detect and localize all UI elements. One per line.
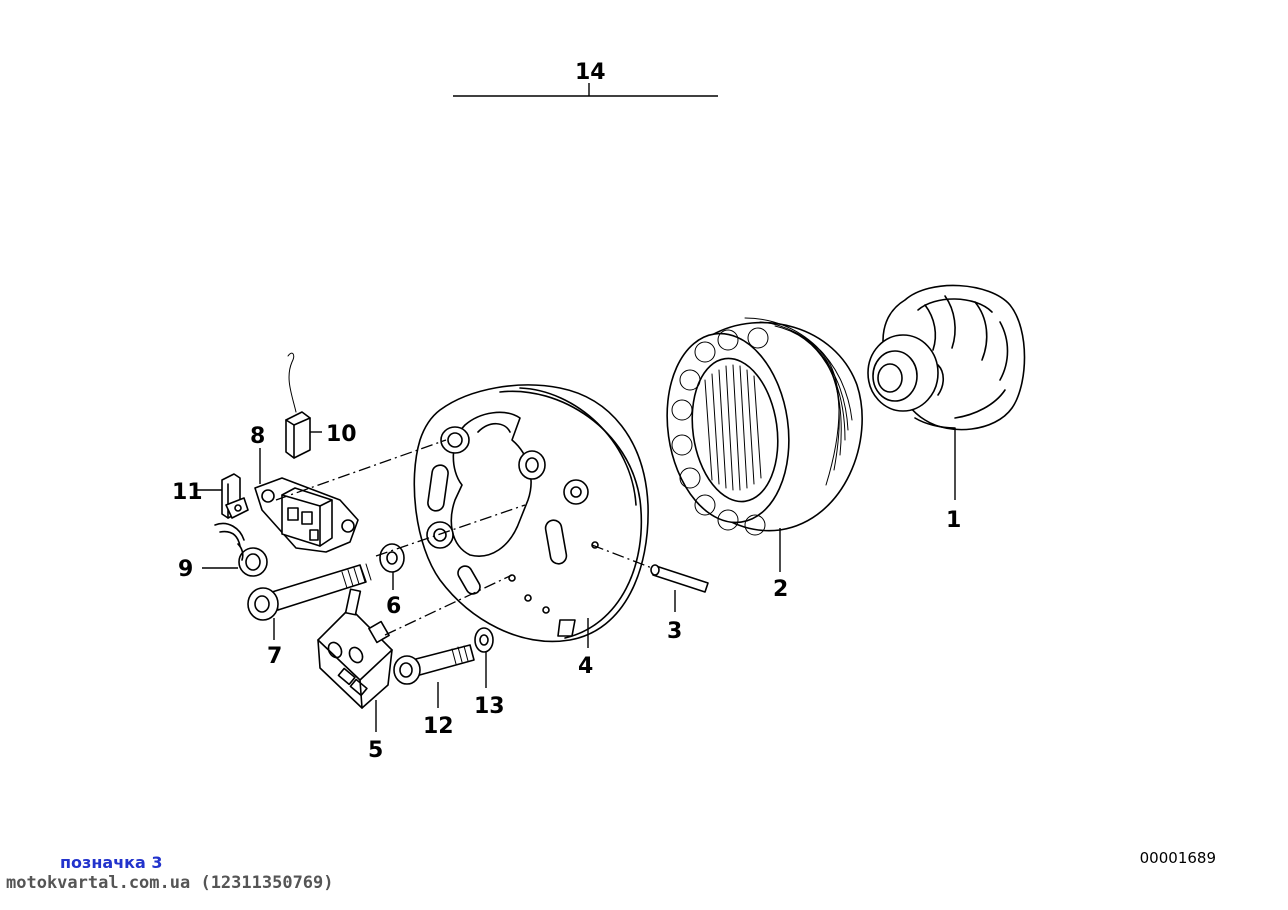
figure-number: 00001689	[1139, 849, 1216, 867]
bolt-7-thread	[341, 563, 372, 589]
callout-13: 13	[474, 694, 505, 719]
callout-4: 4	[578, 654, 593, 679]
callout-7: 7	[267, 644, 282, 669]
callout-12: 12	[423, 714, 454, 739]
callout-3: 3	[667, 619, 682, 644]
callout-11: 11	[172, 480, 203, 505]
label-tag: позначка 3	[60, 853, 163, 872]
callout-6: 6	[386, 594, 401, 619]
callout-1: 1	[946, 508, 961, 533]
part-stator	[666, 317, 863, 536]
group-bracket-14	[453, 83, 718, 97]
part-end-shield	[413, 384, 649, 643]
bolt-12-thread	[451, 645, 469, 665]
part-washer-6	[379, 543, 405, 573]
part-brush-holder	[254, 477, 359, 553]
part-carbon-brush	[285, 352, 311, 459]
callout-8: 8	[250, 424, 265, 449]
part-washer-13	[474, 627, 494, 653]
part-spring-clip	[214, 522, 268, 577]
callout-9: 9	[178, 557, 193, 582]
part-rotor	[867, 284, 1026, 431]
leader-lines	[196, 428, 956, 732]
stator-slots	[704, 364, 762, 491]
part-bolt-7	[247, 563, 372, 621]
callout-labels: 14 1 2 3 4 5 6 7 8 9 10 11 12 13	[172, 60, 961, 763]
assembly-axes	[275, 439, 653, 636]
stator-winding-loops	[671, 327, 769, 536]
part-pin	[650, 564, 709, 593]
watermark: motokvartal.com.ua (12311350769)	[6, 873, 334, 893]
callout-10: 10	[326, 422, 357, 447]
part-terminal-clip	[221, 473, 249, 519]
callout-5: 5	[368, 738, 383, 763]
callout-14: 14	[575, 60, 606, 85]
callout-2: 2	[773, 577, 788, 602]
part-bolt-12	[393, 644, 475, 685]
part-regulator	[317, 588, 393, 709]
